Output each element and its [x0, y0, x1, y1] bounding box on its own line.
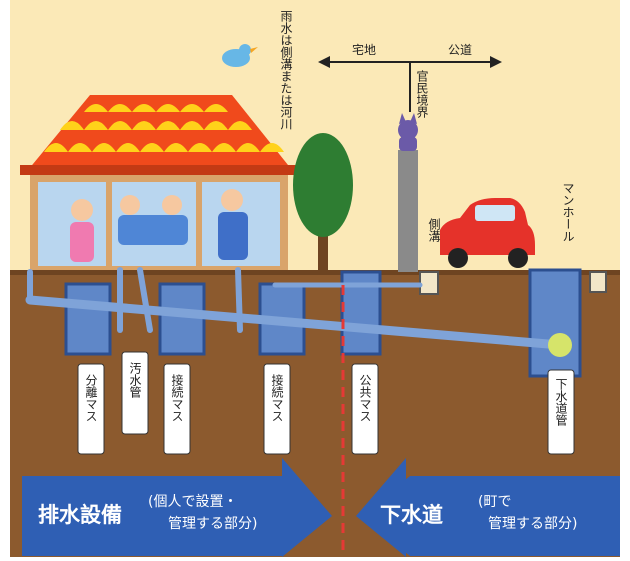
separation-box-shape: [64, 282, 112, 356]
connection-box-2-label: 接続マス: [270, 373, 284, 422]
sewer-main-label-bg: [547, 369, 575, 455]
sewage-pipe-label: 汚水管: [128, 362, 142, 399]
banner-right-line2: 管理する部分): [488, 516, 577, 532]
cat-icon: [398, 113, 418, 151]
side-ditch-label: 側溝: [427, 218, 441, 243]
separation-box-label-bg: [77, 363, 105, 455]
residential-label: 宅地: [352, 42, 376, 57]
public-box-label-bg: [351, 363, 379, 455]
banner-left-arrow: [282, 458, 332, 557]
white-margin-left: [0, 0, 10, 557]
manhole-label: マンホール: [561, 182, 575, 242]
ground-surface: [10, 270, 620, 275]
sewage-pipe-label-bg: [121, 351, 149, 435]
connection-box-2-label-bg: [263, 363, 291, 455]
road-arrow: [318, 56, 502, 112]
banner-right-arrow: [356, 458, 406, 557]
sewer-main-label: 下水道管: [554, 378, 568, 427]
boundary-post: [398, 150, 418, 272]
tree-icon: [293, 133, 353, 270]
banner-left-line2: 管理する部分): [168, 516, 257, 532]
banner-left: [22, 476, 330, 556]
banner-right-title: 下水道: [380, 503, 443, 527]
white-margin-right: [620, 0, 630, 557]
boundary-label: 官民境界: [415, 69, 429, 119]
separation-box-label: 分離マス: [84, 374, 98, 422]
bird-icon: [222, 44, 258, 67]
banner-left-line1: (個人で設置・: [148, 494, 237, 510]
connection-box-1-shape: [158, 282, 206, 356]
connection-box-1-label-bg: [163, 363, 191, 455]
pipes: [25, 267, 565, 350]
banner-right-line1: (町で: [478, 494, 511, 510]
connection-box-1-label: 接続マス: [170, 373, 184, 422]
banner-right: [360, 476, 620, 556]
manhole-shape: [528, 268, 582, 378]
banner-left-title: 排水設備: [38, 503, 122, 527]
side-ditch: [419, 271, 439, 295]
rain-drain-label: 雨水は側溝または河川: [279, 10, 293, 130]
car-icon: [440, 198, 535, 268]
public-road-label: 公道: [448, 43, 472, 57]
house-icon: [20, 95, 300, 270]
public-box-label: 公共マス: [358, 374, 372, 422]
sewer-main-end: [548, 333, 572, 357]
